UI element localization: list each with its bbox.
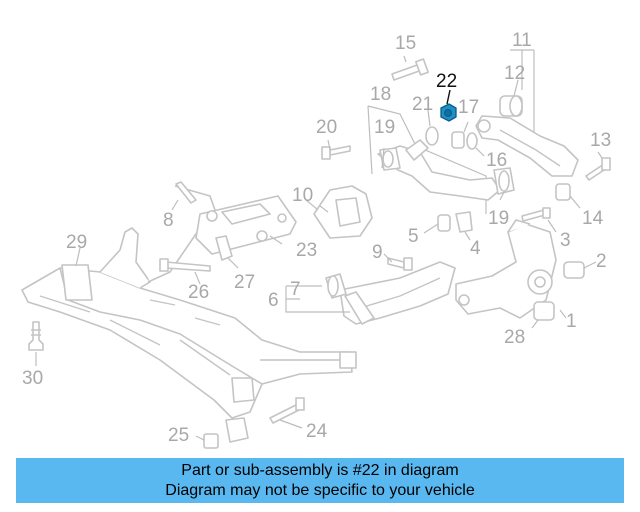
callout-29: 29 xyxy=(66,232,87,253)
nut-22-highlighted xyxy=(440,89,457,122)
bolt-30 xyxy=(28,321,44,366)
bushing-14 xyxy=(555,183,581,209)
callout-21: 21 xyxy=(412,94,433,115)
callout-2: 2 xyxy=(596,251,607,272)
callout-27: 27 xyxy=(234,272,255,293)
leader-19a xyxy=(381,147,385,169)
callout-9: 9 xyxy=(372,242,383,263)
leader-20 xyxy=(327,139,331,151)
callout-22-highlighted: 22 xyxy=(436,71,457,92)
callout-26: 26 xyxy=(188,282,209,303)
callout-4: 4 xyxy=(470,238,481,259)
bushing-5 xyxy=(437,211,473,241)
leader-9 xyxy=(383,253,393,263)
bushing-28 xyxy=(531,301,555,329)
bolt-15 xyxy=(391,55,429,81)
upper-link-11 xyxy=(475,115,579,177)
callout-10: 10 xyxy=(292,185,313,206)
banner-line-disclaimer: Diagram may not be specific to your vehi… xyxy=(165,482,475,499)
bushing-17 xyxy=(451,121,469,149)
callout-6: 6 xyxy=(268,290,279,311)
bolt-20 xyxy=(321,145,351,160)
nut-25 xyxy=(195,433,219,449)
bolt-9 xyxy=(387,257,413,271)
callout-labels: 1 2 3 4 5 6 7 8 9 10 11 12 13 14 15 16 1… xyxy=(22,30,611,446)
bushing-12 xyxy=(499,95,523,117)
upper-control-arm-18 xyxy=(377,139,515,201)
banner-line-part: Part or sub-assembly is #22 in diagram xyxy=(181,462,459,479)
callout-30: 30 xyxy=(22,368,43,389)
callout-17: 17 xyxy=(458,97,479,118)
leader-1 xyxy=(559,309,567,319)
lower-control-arm-6 xyxy=(325,261,456,325)
rear-subframe xyxy=(21,185,357,443)
mount-10 xyxy=(305,185,373,239)
info-banner: Part or sub-assembly is #22 in diagram D… xyxy=(16,458,624,503)
bushing-2 xyxy=(563,261,597,279)
callout-23: 23 xyxy=(296,240,317,261)
callout-28: 28 xyxy=(504,327,525,348)
washer-16 xyxy=(466,132,485,157)
callout-1: 1 xyxy=(566,311,577,332)
callout-5: 5 xyxy=(408,226,419,247)
leader-23 xyxy=(269,235,283,245)
callout-14: 14 xyxy=(582,208,604,229)
callout-3: 3 xyxy=(560,230,571,251)
leader-10 xyxy=(319,205,329,213)
callout-13: 13 xyxy=(590,130,611,151)
leader-19b xyxy=(499,191,505,201)
knuckle-1 xyxy=(455,219,557,319)
callout-19a: 19 xyxy=(374,117,395,138)
washer-21 xyxy=(425,109,439,146)
callout-25: 25 xyxy=(168,425,189,446)
bolt-24 xyxy=(269,397,305,429)
callout-18: 18 xyxy=(370,84,391,105)
bolt-3 xyxy=(521,207,557,233)
leader-11 xyxy=(510,49,535,140)
leader-12 xyxy=(513,79,519,97)
bolt-13 xyxy=(585,151,611,181)
bracket-27 xyxy=(215,235,239,269)
callout-24: 24 xyxy=(306,421,328,442)
callout-19b: 19 xyxy=(488,208,509,229)
bolt-26 xyxy=(159,258,211,285)
callout-7: 7 xyxy=(290,279,301,300)
callout-11: 11 xyxy=(512,30,532,51)
leader-5 xyxy=(423,223,439,234)
leader-29 xyxy=(75,247,81,267)
leader-6-7 xyxy=(285,285,350,313)
callout-15: 15 xyxy=(395,33,416,54)
callout-20: 20 xyxy=(316,117,337,138)
callout-16: 16 xyxy=(486,150,507,171)
callout-8: 8 xyxy=(163,210,174,231)
bolt-8 xyxy=(171,181,197,211)
callout-12: 12 xyxy=(504,63,525,84)
